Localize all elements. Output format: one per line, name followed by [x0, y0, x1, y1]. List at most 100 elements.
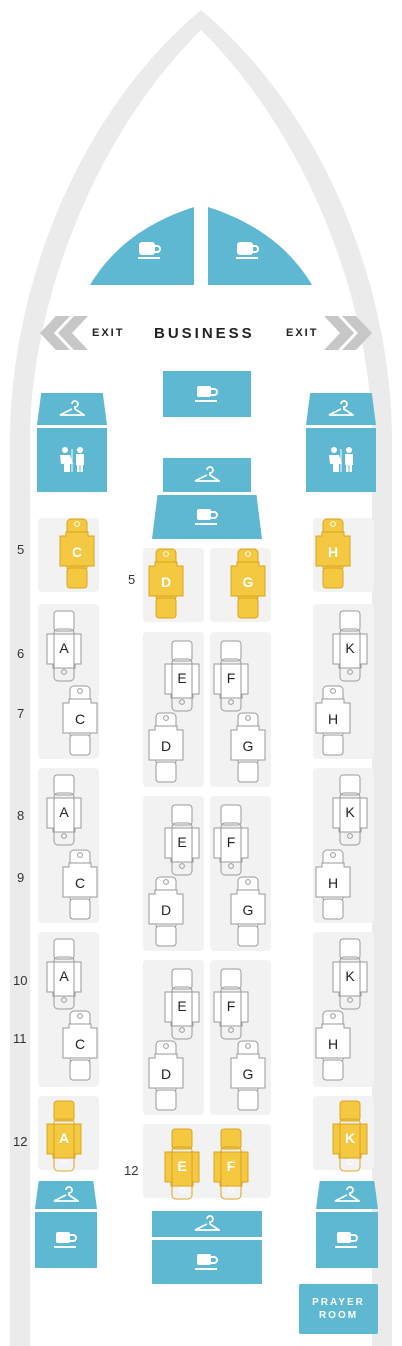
seat-letter: A [58, 1130, 70, 1146]
seat-letter: F [226, 670, 236, 686]
closet-rear-left [35, 1181, 97, 1209]
galley-rear-center [152, 1240, 262, 1284]
seat-12k[interactable]: K [330, 1100, 370, 1172]
seat-11c[interactable]: C [60, 1010, 100, 1082]
seat-10f[interactable]: F [211, 968, 251, 1040]
lavatory-icon [329, 447, 353, 472]
row-number-12-center: 12 [124, 1163, 139, 1178]
seat-shape [164, 804, 200, 876]
seat-shape [46, 610, 82, 682]
seat-shape [332, 1100, 368, 1172]
galley-forward-center [163, 371, 251, 417]
seat-8f[interactable]: F [211, 804, 251, 876]
seat-letter: C [74, 711, 86, 727]
seat-9c[interactable]: C [60, 849, 100, 921]
seat-letter: A [59, 804, 69, 820]
seat-6a[interactable]: A [44, 610, 84, 682]
closet-icon [194, 1215, 220, 1231]
seat-12e[interactable]: E [162, 1128, 202, 1200]
row-number-10: 10 [13, 973, 28, 988]
seat-shape [164, 640, 200, 712]
seat-letter: A [59, 968, 69, 984]
seat-5g[interactable]: G [228, 548, 268, 620]
seat-letter: H [327, 711, 339, 727]
seat-12f[interactable]: F [211, 1128, 251, 1200]
seat-5h[interactable]: H [313, 518, 353, 590]
seat-letter: E [177, 670, 187, 686]
seat-shape [46, 1100, 82, 1172]
seat-letter: F [226, 1158, 236, 1174]
closet-rear-right [316, 1181, 378, 1209]
seat-11h[interactable]: H [313, 1010, 353, 1082]
seat-11d[interactable]: D [146, 1040, 186, 1112]
seat-9d[interactable]: D [146, 876, 186, 948]
seat-letter: A [59, 640, 69, 656]
seat-10k[interactable]: K [330, 938, 370, 1010]
row-number-12-outer: 12 [13, 1134, 28, 1149]
seat-shape [230, 712, 266, 783]
seat-letter: E [177, 834, 187, 850]
seat-shape [62, 685, 98, 756]
exit-left-arrow-icon [40, 316, 88, 350]
seat-letter: E [177, 998, 187, 1014]
seat-10a[interactable]: A [44, 938, 84, 1010]
seat-9g[interactable]: G [228, 876, 268, 948]
seat-6e[interactable]: E [162, 640, 202, 712]
closet-icon [328, 400, 354, 416]
seat-shape [213, 968, 249, 1040]
galley-forward-center-2 [152, 495, 262, 539]
seat-letter: H [327, 1036, 339, 1052]
seat-letter: E [177, 1158, 187, 1174]
seat-shape [315, 1010, 351, 1081]
seat-9h[interactable]: H [313, 849, 353, 921]
seat-letter: C [74, 1036, 86, 1052]
row-number-5-center: 5 [128, 572, 136, 587]
seat-11g[interactable]: G [228, 1040, 268, 1112]
seat-10e[interactable]: E [162, 968, 202, 1040]
lavatory-forward-right [306, 428, 376, 492]
seat-letter: C [74, 875, 86, 891]
seat-letter: F [226, 998, 236, 1014]
closet-forward-right [306, 393, 376, 425]
galley-icon [138, 242, 161, 259]
galley-rear-left [35, 1212, 97, 1268]
exit-left-label: EXIT [92, 327, 125, 339]
galley-icon [54, 1232, 77, 1248]
closet-icon [59, 400, 85, 416]
seat-6k[interactable]: K [330, 610, 370, 682]
seat-5d[interactable]: D [146, 548, 186, 620]
seat-letter: C [71, 544, 83, 560]
seat-shape [148, 876, 184, 947]
seat-letter: K [345, 968, 355, 984]
seat-letter: D [160, 902, 172, 918]
seat-shape [315, 849, 351, 920]
seat-7g[interactable]: G [228, 712, 268, 784]
seat-12a[interactable]: A [44, 1100, 84, 1172]
closet-icon [334, 1186, 360, 1202]
seat-shape [62, 849, 98, 920]
seat-shape [164, 1128, 200, 1200]
seat-shape [148, 548, 184, 619]
seat-letter: D [160, 574, 172, 590]
closet-forward-center [163, 458, 251, 492]
seat-letter: F [226, 834, 236, 850]
seat-pod-12e-12f [143, 1124, 271, 1198]
seat-8a[interactable]: A [44, 774, 84, 846]
seat-8e[interactable]: E [162, 804, 202, 876]
seat-shape [148, 1040, 184, 1111]
seat-5c[interactable]: C [57, 518, 97, 590]
seat-letter: G [242, 902, 254, 918]
seat-shape [148, 712, 184, 783]
seat-letter: D [160, 738, 172, 754]
seat-7c[interactable]: C [60, 685, 100, 757]
seat-letter: G [242, 574, 254, 590]
seat-shape [315, 685, 351, 756]
seat-6f[interactable]: F [211, 640, 251, 712]
seat-shape [230, 876, 266, 947]
seat-7d[interactable]: D [146, 712, 186, 784]
seat-shape [230, 1040, 266, 1111]
galley-icon [195, 386, 218, 402]
seat-7h[interactable]: H [313, 685, 353, 757]
seat-8k[interactable]: K [330, 774, 370, 846]
prayer-room-label-line2: ROOM [318, 1310, 359, 1321]
